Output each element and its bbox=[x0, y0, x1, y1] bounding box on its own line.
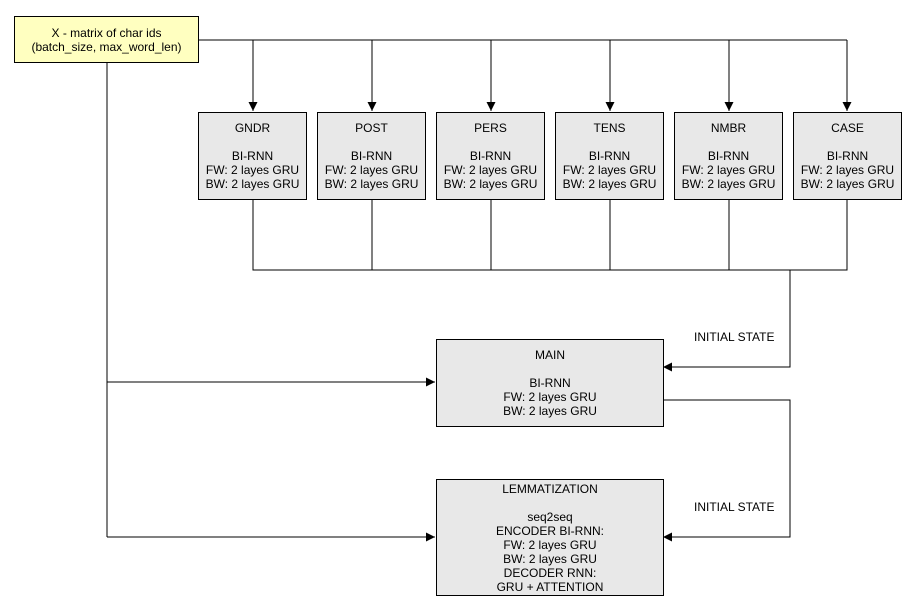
head-bw: BW: 2 layes GRU bbox=[205, 177, 300, 191]
lemma-line: DECODER RNN: bbox=[503, 566, 597, 580]
initial-state-to-lemma bbox=[663, 399, 791, 542]
lemma-line: GRU + ATTENTION bbox=[496, 580, 604, 594]
head-fw: FW: 2 layes GRU bbox=[205, 163, 300, 177]
head-bw: BW: 2 layes GRU bbox=[562, 177, 657, 191]
heads-collector-line bbox=[252, 199, 848, 271]
head-title: CASE bbox=[831, 121, 864, 135]
lemma-title: LEMMATIZATION bbox=[502, 482, 598, 496]
lemma-line: ENCODER BI-RNN: bbox=[495, 524, 604, 538]
main-box: MAIN BI-RNN FW: 2 layes GRU BW: 2 layes … bbox=[436, 339, 664, 427]
head-fw: FW: 2 layes GRU bbox=[324, 163, 419, 177]
initial-state-label-main: INITIAL STATE bbox=[694, 330, 775, 344]
head-fw: FW: 2 layes GRU bbox=[562, 163, 657, 177]
head-box-case: CASE BI-RNN FW: 2 layes GRU BW: 2 layes … bbox=[793, 112, 902, 200]
head-type: BI-RNN bbox=[588, 149, 631, 163]
head-title: NMBR bbox=[710, 121, 747, 135]
head-fw: FW: 2 layes GRU bbox=[681, 163, 776, 177]
head-bw: BW: 2 layes GRU bbox=[800, 177, 895, 191]
lemmatization-box: LEMMATIZATION seq2seq ENCODER BI-RNN: FW… bbox=[436, 479, 664, 596]
head-title: POST bbox=[355, 121, 388, 135]
initial-state-to-main bbox=[663, 270, 791, 372]
head-box-tens: TENS BI-RNN FW: 2 layes GRU BW: 2 layes … bbox=[555, 112, 664, 200]
head-fw: FW: 2 layes GRU bbox=[443, 163, 538, 177]
input-line-1: X - matrix of char ids bbox=[51, 26, 162, 40]
head-box-post: POST BI-RNN FW: 2 layes GRU BW: 2 layes … bbox=[317, 112, 426, 200]
head-type: BI-RNN bbox=[826, 149, 869, 163]
main-title: MAIN bbox=[535, 348, 565, 362]
main-bw: BW: 2 layes GRU bbox=[503, 404, 597, 418]
head-type: BI-RNN bbox=[707, 149, 750, 163]
main-type: BI-RNN bbox=[529, 376, 571, 390]
lemma-line: BW: 2 layes GRU bbox=[503, 552, 597, 566]
head-title: TENS bbox=[593, 121, 626, 135]
lemma-line: FW: 2 layes GRU bbox=[503, 538, 597, 552]
head-box-gndr: GNDR BI-RNN FW: 2 layes GRU BW: 2 layes … bbox=[198, 112, 307, 200]
initial-state-label-lemma: INITIAL STATE bbox=[694, 500, 775, 514]
head-bw: BW: 2 layes GRU bbox=[324, 177, 419, 191]
head-bw: BW: 2 layes GRU bbox=[681, 177, 776, 191]
input-line-2: (batch_size, max_word_len) bbox=[31, 40, 182, 54]
main-fw: FW: 2 layes GRU bbox=[503, 390, 597, 404]
head-type: BI-RNN bbox=[231, 149, 274, 163]
head-title: GNDR bbox=[234, 121, 271, 135]
head-type: BI-RNN bbox=[350, 149, 393, 163]
head-fw: FW: 2 layes GRU bbox=[800, 163, 895, 177]
lemma-line: seq2seq bbox=[527, 510, 573, 524]
head-box-pers: PERS BI-RNN FW: 2 layes GRU BW: 2 layes … bbox=[436, 112, 545, 200]
head-bw: BW: 2 layes GRU bbox=[443, 177, 538, 191]
head-box-nmbr: NMBR BI-RNN FW: 2 layes GRU BW: 2 layes … bbox=[674, 112, 783, 200]
head-title: PERS bbox=[474, 121, 507, 135]
input-matrix-box: X - matrix of char ids (batch_size, max_… bbox=[14, 16, 199, 63]
head-type: BI-RNN bbox=[469, 149, 512, 163]
